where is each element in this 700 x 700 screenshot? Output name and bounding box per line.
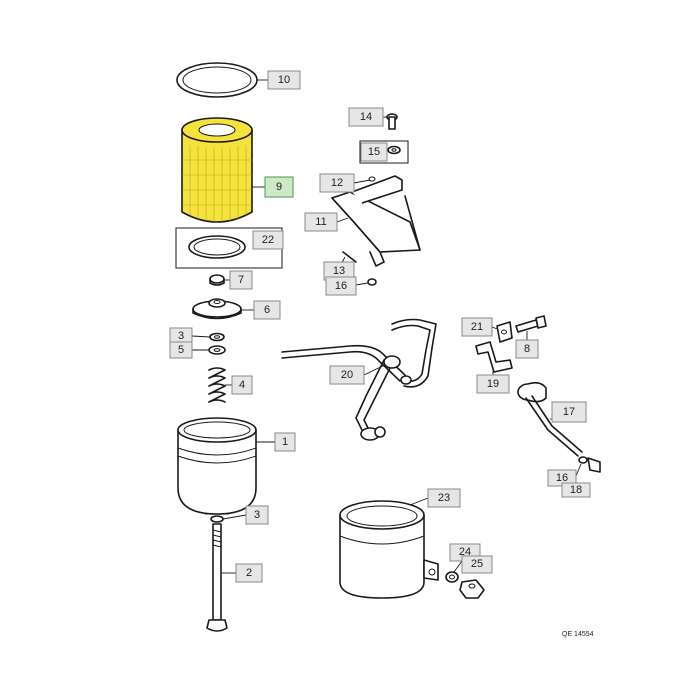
bolt-8[interactable] bbox=[515, 315, 547, 333]
callout-19[interactable]: 19 bbox=[476, 374, 510, 394]
svg-text:22: 22 bbox=[262, 234, 274, 246]
callout-11[interactable]: 11 bbox=[304, 212, 338, 232]
o-ring-22[interactable] bbox=[188, 235, 246, 259]
callout-16-lower[interactable]: 16 bbox=[547, 469, 577, 487]
callout-15[interactable]: 15 bbox=[360, 142, 388, 162]
clip-plate-21[interactable] bbox=[496, 321, 513, 343]
callout-6[interactable]: 6 bbox=[253, 300, 281, 320]
callout-16-upper[interactable]: 16 bbox=[325, 276, 357, 296]
svg-text:11: 11 bbox=[315, 216, 326, 228]
callout-21[interactable]: 21 bbox=[461, 317, 493, 337]
clip-16[interactable] bbox=[367, 278, 377, 286]
callout-25[interactable]: 25 bbox=[461, 555, 493, 574]
washer-5[interactable] bbox=[208, 345, 226, 355]
svg-text:1: 1 bbox=[282, 436, 288, 448]
bracket-11[interactable] bbox=[331, 175, 421, 267]
svg-text:18: 18 bbox=[570, 484, 582, 496]
callout-3-lower[interactable]: 3 bbox=[245, 505, 269, 525]
spring-4[interactable] bbox=[208, 367, 226, 403]
clip-19[interactable] bbox=[475, 341, 513, 373]
callout-20[interactable]: 20 bbox=[329, 365, 365, 385]
svg-text:7: 7 bbox=[238, 274, 244, 286]
callout-23[interactable]: 23 bbox=[427, 488, 461, 508]
callout-1[interactable]: 1 bbox=[274, 432, 296, 452]
svg-text:16: 16 bbox=[335, 280, 347, 292]
pin-13[interactable] bbox=[342, 251, 357, 263]
svg-text:2: 2 bbox=[246, 567, 252, 579]
callout-5[interactable]: 5 bbox=[169, 341, 193, 359]
washer-24[interactable] bbox=[445, 571, 459, 583]
svg-text:17: 17 bbox=[563, 406, 575, 418]
svg-text:9: 9 bbox=[276, 181, 282, 193]
svg-text:23: 23 bbox=[438, 492, 450, 504]
callout-22[interactable]: 22 bbox=[252, 230, 284, 250]
o-ring-10[interactable] bbox=[176, 62, 258, 98]
bowl-23[interactable] bbox=[339, 500, 439, 599]
pipe-17[interactable] bbox=[517, 381, 601, 473]
valve-plate-6[interactable] bbox=[192, 298, 242, 320]
washer-3-lower[interactable] bbox=[210, 515, 224, 523]
svg-text:21: 21 bbox=[471, 321, 483, 333]
svg-text:4: 4 bbox=[239, 379, 245, 391]
callout-12[interactable]: 12 bbox=[319, 173, 355, 193]
callout-10[interactable]: 10 bbox=[267, 70, 301, 90]
nut-7[interactable] bbox=[209, 274, 225, 286]
svg-text:15: 15 bbox=[368, 146, 380, 158]
svg-text:24: 24 bbox=[459, 546, 471, 558]
pipe-assembly-20[interactable] bbox=[281, 318, 437, 441]
drain-plug-25[interactable] bbox=[459, 579, 485, 599]
svg-text:12: 12 bbox=[331, 177, 343, 189]
svg-text:16: 16 bbox=[556, 472, 568, 484]
svg-text:20: 20 bbox=[341, 369, 353, 381]
callout-18[interactable]: 18 bbox=[561, 482, 591, 498]
svg-text:3: 3 bbox=[178, 330, 184, 342]
bolt-2[interactable] bbox=[206, 523, 228, 632]
reference-code: QE 14554 bbox=[562, 631, 594, 638]
washer-group-frame-15 bbox=[359, 140, 409, 164]
svg-text:5: 5 bbox=[178, 344, 184, 356]
svg-text:3: 3 bbox=[254, 509, 260, 521]
callout-9[interactable]: 9 bbox=[264, 176, 294, 198]
svg-text:25: 25 bbox=[471, 558, 483, 570]
filter-bowl-1[interactable] bbox=[177, 417, 257, 515]
svg-text:19: 19 bbox=[487, 378, 499, 390]
callout-8[interactable]: 8 bbox=[515, 339, 539, 359]
callout-2[interactable]: 2 bbox=[235, 563, 263, 583]
svg-text:14: 14 bbox=[360, 111, 372, 123]
filter-element-9[interactable] bbox=[181, 117, 253, 223]
washer-3-upper[interactable] bbox=[209, 332, 225, 342]
bolt-14[interactable] bbox=[386, 113, 398, 130]
washer-15[interactable] bbox=[387, 145, 401, 155]
callout-4[interactable]: 4 bbox=[231, 375, 253, 395]
callout-7[interactable]: 7 bbox=[229, 270, 253, 290]
callout-14[interactable]: 14 bbox=[348, 107, 384, 127]
callout-17[interactable]: 17 bbox=[551, 401, 587, 423]
svg-text:13: 13 bbox=[333, 265, 345, 277]
svg-text:6: 6 bbox=[264, 304, 270, 316]
svg-text:10: 10 bbox=[278, 74, 290, 86]
svg-text:8: 8 bbox=[524, 343, 530, 355]
filter-element-body bbox=[181, 129, 253, 223]
